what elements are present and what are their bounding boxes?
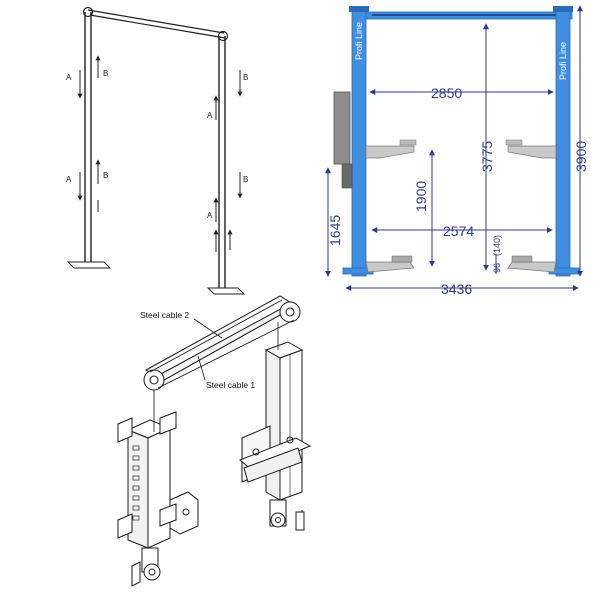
steel-cable-1-label: Steel cable 1 [206, 380, 255, 390]
brand-right: Profi Line [558, 42, 568, 80]
left-side-bracket [169, 491, 199, 535]
steel-cable-2-label: Steel cable 2 [140, 310, 189, 320]
label-b: B [103, 69, 108, 78]
frame-diagram: A B A B A B A B [66, 6, 248, 295]
arm-left-lower [365, 261, 415, 273]
pulley-left [82, 6, 94, 18]
leader-cable-1 [197, 355, 206, 381]
dim-96: 96 [492, 263, 502, 273]
dim-96-alt: (140) [492, 235, 502, 256]
label-a: A [207, 211, 213, 220]
lift-diagram: Profi Line Profi Line 2850 3775 3900 190… [325, 5, 589, 297]
left-column-holes [132, 445, 140, 521]
label-a: A [207, 111, 213, 120]
base-plate-left [66, 261, 112, 269]
base-plate-right [206, 287, 246, 295]
leader-cable-2 [193, 318, 223, 339]
arm-right-upper [507, 145, 557, 159]
dim-2850: 2850 [431, 85, 462, 101]
label-b: B [243, 73, 248, 82]
dim-1900: 1900 [413, 181, 429, 212]
dim-3436: 3436 [441, 281, 472, 297]
label-a: A [66, 175, 72, 184]
label-a: A [66, 73, 72, 82]
brand-left: Profi Line [354, 22, 364, 60]
top-cable [87, 9, 225, 34]
power-unit [333, 91, 351, 165]
label-b: B [103, 171, 108, 180]
dim-3775: 3775 [479, 141, 495, 172]
pulley-right [217, 30, 229, 42]
label-b: B [243, 175, 248, 184]
dim-3900: 3900 [573, 141, 589, 172]
cable-diagram: Steel cable 2 Steel cable 1 [117, 295, 312, 587]
dim-2574: 2574 [443, 223, 474, 239]
arm-right-lower [507, 261, 557, 273]
dim-1645: 1645 [327, 215, 343, 246]
arm-left-upper [365, 145, 415, 159]
